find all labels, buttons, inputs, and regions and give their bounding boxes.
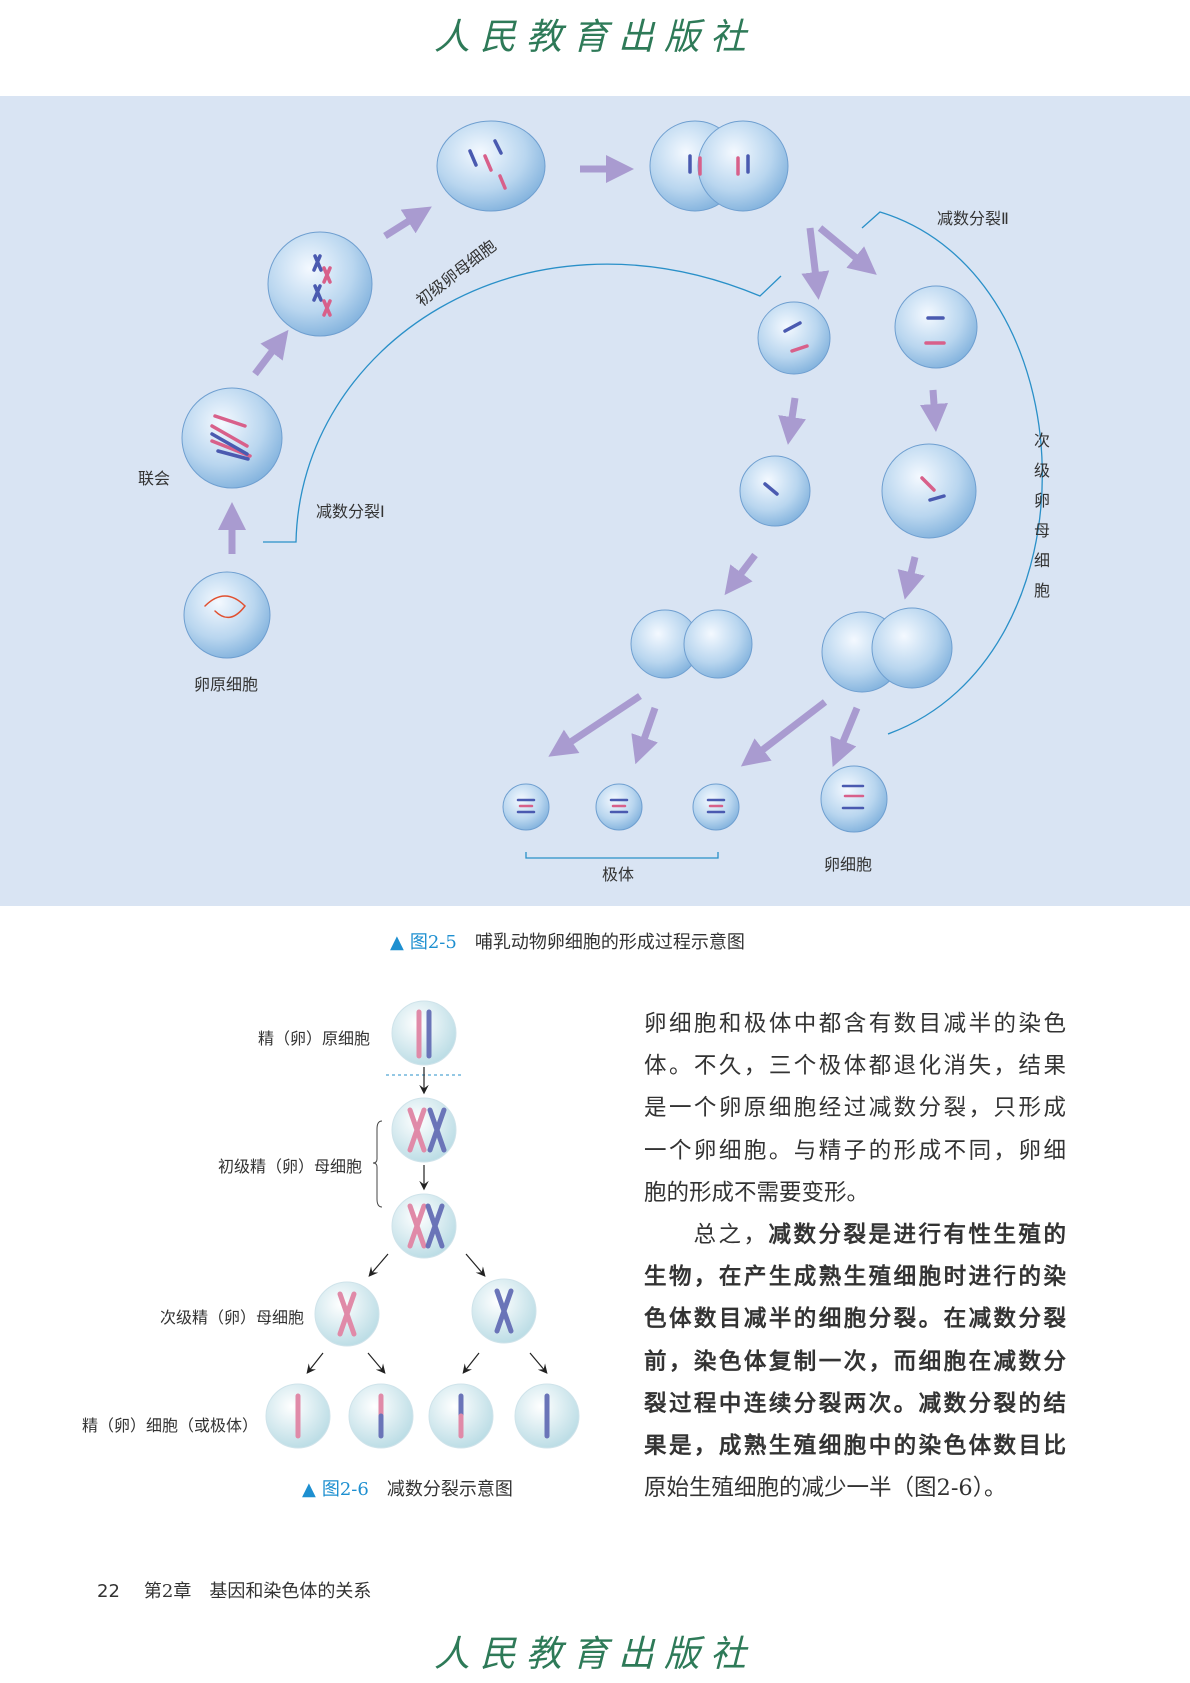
label-secondary-spermatocyte: 次级精（卵）母细胞	[159, 1308, 304, 1327]
oogenesis-illustration	[181, 120, 1043, 859]
text-line: 体。不久，三个极体都退化消失，结果	[644, 1053, 1066, 1080]
caption-title: 减数分裂示意图	[386, 1479, 513, 1500]
primary-oocyte-cell	[267, 231, 373, 337]
label-meiosis-1: 减数分裂Ⅰ	[316, 502, 385, 521]
text-line: 原始生殖细胞的减少一半（图2-6）。	[644, 1475, 1007, 1502]
text-line: 生物，在产生成熟生殖细胞时进行的染	[644, 1264, 1066, 1291]
label-egg: 卵细胞	[824, 855, 873, 874]
figure-2-5-oogenesis-diagram: 卵原细胞 联会 初级卵母细胞 减数分裂Ⅰ 减数分裂Ⅱ 次 级 卵 母 细 胞 极…	[0, 96, 1190, 906]
text-line: 胞的形成不需要变形。	[644, 1179, 870, 1206]
publisher-logo-top: 人民教育出版社	[433, 17, 756, 58]
text-lead: 总之，	[691, 1221, 769, 1248]
caption-title: 哺乳动物卵细胞的形成过程示意图	[474, 932, 745, 953]
text-line: 一个卵细胞。与精子的形成不同，卵细	[644, 1137, 1066, 1164]
label-char: 母	[1033, 521, 1050, 540]
egg-cell	[820, 765, 888, 833]
body-text: 卵细胞和极体中都含有数目减半的染色 体。不久，三个极体都退化消失，结果 是一个卵…	[644, 1003, 1066, 1509]
text-line: 色体数目减半的细胞分裂。在减数分裂	[644, 1306, 1066, 1333]
figure-2-6-caption: ▲图2-6 减数分裂示意图	[302, 1475, 513, 1501]
label-primary-spermatocyte: 初级精（卵）母细胞	[217, 1157, 362, 1176]
label-char: 细	[1033, 551, 1050, 570]
chapter-title: 基因和染色体的关系	[209, 1581, 372, 1602]
text-line: 卵细胞和极体中都含有数目减半的染色	[644, 1011, 1066, 1037]
text-line: 总之，减数分裂是进行有性生殖的	[644, 1214, 1066, 1256]
figure-2-5-caption: ▲图2-5 哺乳动物卵细胞的形成过程示意图	[390, 928, 745, 954]
text-bold: 减数分裂是进行有性生殖的	[768, 1221, 1066, 1248]
oogonium-cell	[183, 571, 271, 659]
anaphase-1-cell	[697, 120, 789, 212]
page-footer: 22 第2章基因和染色体的关系	[97, 1577, 389, 1603]
caption-triangle-icon: ▲	[302, 1479, 316, 1500]
chapter-label: 第2章	[143, 1581, 192, 1602]
cells	[181, 120, 978, 833]
label-gamete: 精（卵）细胞（或极体）	[81, 1416, 258, 1435]
publisher-logo-bottom: 人民教育出版社	[433, 1634, 756, 1675]
text-line: 是一个卵原细胞经过减数分裂，只形成	[644, 1095, 1066, 1122]
caption-triangle-icon: ▲	[390, 932, 404, 953]
stage-brackets	[263, 211, 1043, 859]
label-char: 卵	[1033, 491, 1050, 510]
chromosomes	[204, 139, 946, 814]
label-char: 级	[1033, 461, 1050, 480]
label-polar-body: 极体	[602, 865, 635, 884]
label-char: 次	[1033, 431, 1050, 450]
label-synapsis: 联会	[138, 469, 171, 488]
label-spermatogonium: 精（卵）原细胞	[257, 1029, 370, 1048]
caption-number: 图2-6	[321, 1479, 369, 1500]
process-arrows	[218, 155, 948, 767]
label-char: 胞	[1033, 581, 1050, 600]
polar-body-1-cell	[757, 301, 831, 375]
label-meiosis-2: 减数分裂Ⅱ	[937, 209, 1009, 228]
secondary-oocyte-cell	[894, 285, 978, 369]
page-number: 22	[97, 1581, 120, 1602]
text-line: 裂过程中连续分裂两次。减数分裂的结	[644, 1390, 1066, 1417]
caption-number: 图2-5	[409, 932, 457, 953]
label-secondary-oocyte: 次 级 卵 母 细 胞	[1033, 426, 1051, 606]
label-oogonium: 卵原细胞	[194, 675, 259, 694]
text-line: 果是，成熟生殖细胞中的染色体数目比	[644, 1432, 1066, 1459]
text-line: 前，染色体复制一次，而细胞在减数分	[644, 1348, 1066, 1375]
